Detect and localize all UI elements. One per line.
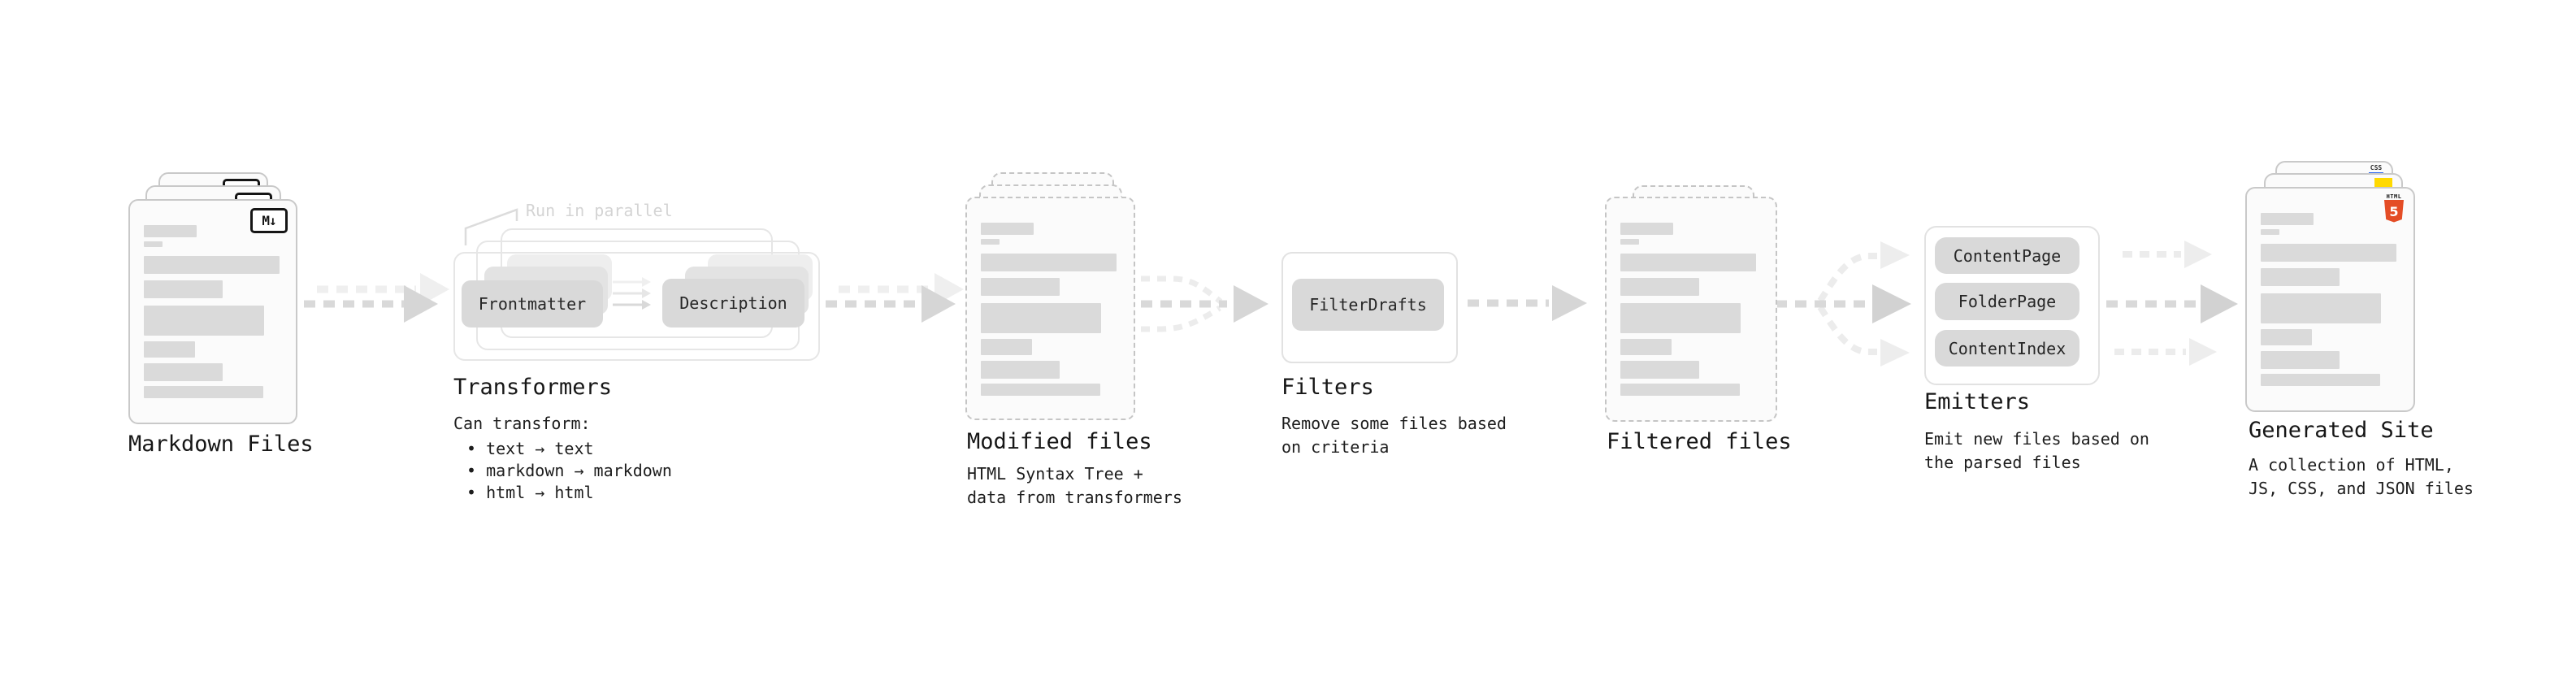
svg-text:5: 5 <box>2389 204 2398 219</box>
run-in-parallel-leader-line <box>464 208 518 245</box>
skeleton-text <box>144 225 284 398</box>
run-in-parallel-note: Run in parallel <box>526 201 673 220</box>
emitter-folder-page-chip: FolderPage <box>1935 283 2079 320</box>
stage-label-generated-site: Generated Site <box>2249 418 2434 443</box>
stage-desc-transformers: Can transform: <box>453 414 591 433</box>
stage-desc-emitters: Emit new files based on the parsed files <box>1924 429 2149 472</box>
arrow-modified-to-filters <box>1141 275 1268 332</box>
document-card <box>965 197 1135 420</box>
stage-desc-modified-files: HTML Syntax Tree + data from transformer… <box>967 464 1182 507</box>
document-card <box>1605 197 1777 422</box>
stage-label-filtered-files: Filtered files <box>1607 429 1792 454</box>
stage-desc-generated-site: A collection of HTML, JS, CSS, and JSON … <box>2249 455 2474 498</box>
skeleton-text <box>2261 213 2402 386</box>
html5-shield: 5 <box>2384 200 2404 223</box>
transformer-description-chip: Description <box>662 279 804 327</box>
stage-label-transformers: Transformers <box>453 375 613 400</box>
transform-bullet-list: • text → text • markdown → markdown • ht… <box>466 438 672 504</box>
document-card: M↓ <box>128 199 297 424</box>
html5-icon: HTML 5 <box>2383 193 2405 228</box>
skeleton-text <box>1620 223 1764 396</box>
markdown-icon: M↓ <box>250 208 288 233</box>
arrow-filters-to-filtered <box>1468 285 1587 321</box>
arrows-emitters-to-generated <box>2106 241 2238 366</box>
bullet-item: • text → text <box>466 439 594 458</box>
css-icon-text: CSS <box>2370 164 2383 171</box>
transform-mini-arrows <box>613 277 651 310</box>
emitter-content-index-chip: ContentIndex <box>1935 330 2079 367</box>
filter-drafts-chip: FilterDrafts <box>1292 279 1444 331</box>
js-icon <box>2374 178 2392 189</box>
arrow-markdown-to-transformers <box>304 273 449 323</box>
stage-label-markdown-files: Markdown Files <box>128 432 314 457</box>
html5-icon-text: HTML <box>2386 193 2402 200</box>
transformer-frontmatter-chip: Frontmatter <box>462 280 603 327</box>
stage-label-emitters: Emitters <box>1924 389 2031 414</box>
arrow-filtered-to-emitters <box>1776 241 1911 367</box>
emitter-content-page-chip: ContentPage <box>1935 237 2079 274</box>
stage-desc-filters: Remove some files based on criteria <box>1281 414 1507 457</box>
skeleton-text <box>981 223 1122 396</box>
stage-label-filters: Filters <box>1281 375 1374 400</box>
bullet-item: • markdown → markdown <box>466 461 672 480</box>
transformer-frame-front <box>453 252 820 361</box>
bullet-item: • html → html <box>466 483 594 502</box>
stage-label-modified-files: Modified files <box>967 429 1152 454</box>
arrow-transformers-to-modified <box>826 273 964 323</box>
document-card: HTML 5 <box>2245 187 2415 412</box>
